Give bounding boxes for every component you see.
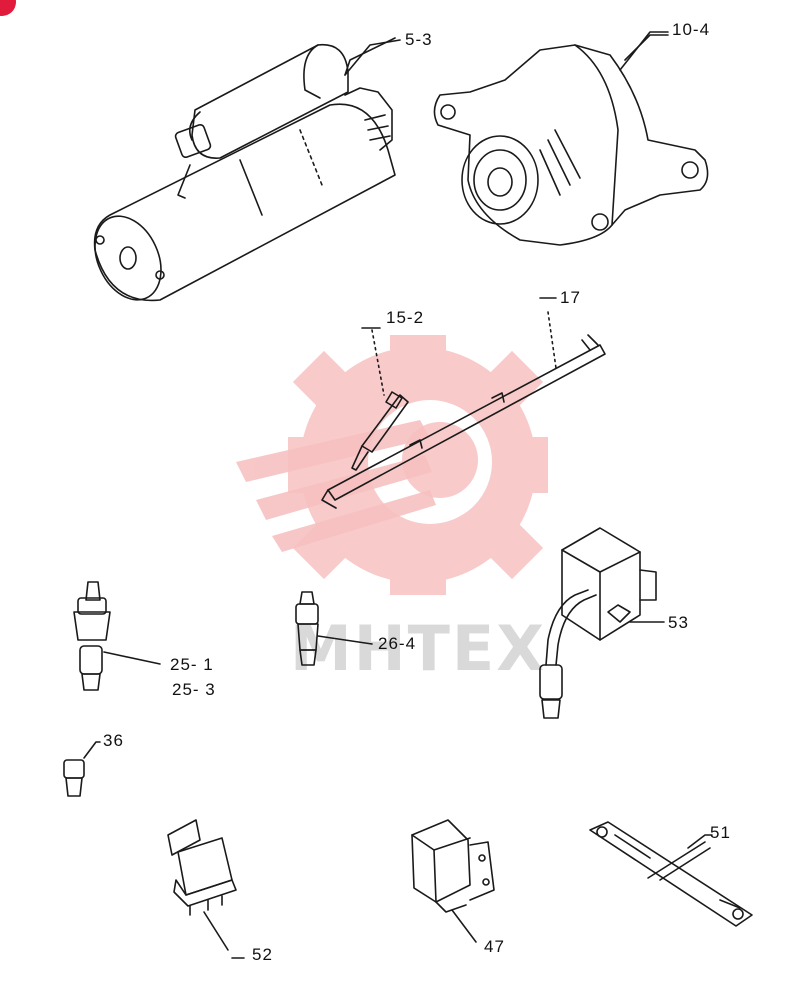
leader-10-4 [619, 31, 669, 71]
temperature-sender [73, 581, 161, 691]
label-15-2: 15-2 [386, 308, 425, 327]
glow-plug [351, 327, 409, 471]
glow-controller [539, 527, 665, 719]
alternator [433, 34, 709, 246]
label-52: 52 [252, 945, 273, 964]
ground-strap [589, 821, 753, 927]
relay-47 [411, 819, 495, 943]
label-17: 17 [560, 288, 581, 307]
label-51: 51 [710, 823, 731, 842]
label-5-3: 5-3 [405, 30, 433, 49]
plug [63, 741, 101, 797]
relay-52 [167, 819, 245, 959]
oil-pressure-switch [295, 591, 373, 666]
starter-motor [93, 37, 396, 302]
label-47: 47 [484, 937, 505, 956]
watermark-text: MHTEX [290, 612, 547, 685]
label-53: 53 [668, 613, 689, 632]
label-26-4: 26-4 [378, 634, 417, 653]
bus-bar [321, 297, 606, 509]
label-25-3: 25- 3 [172, 680, 216, 699]
label-10-4: 10-4 [672, 20, 711, 39]
label-36: 36 [103, 731, 124, 750]
leader-5-3 [344, 39, 401, 76]
label-25-1: 25- 1 [170, 655, 214, 674]
